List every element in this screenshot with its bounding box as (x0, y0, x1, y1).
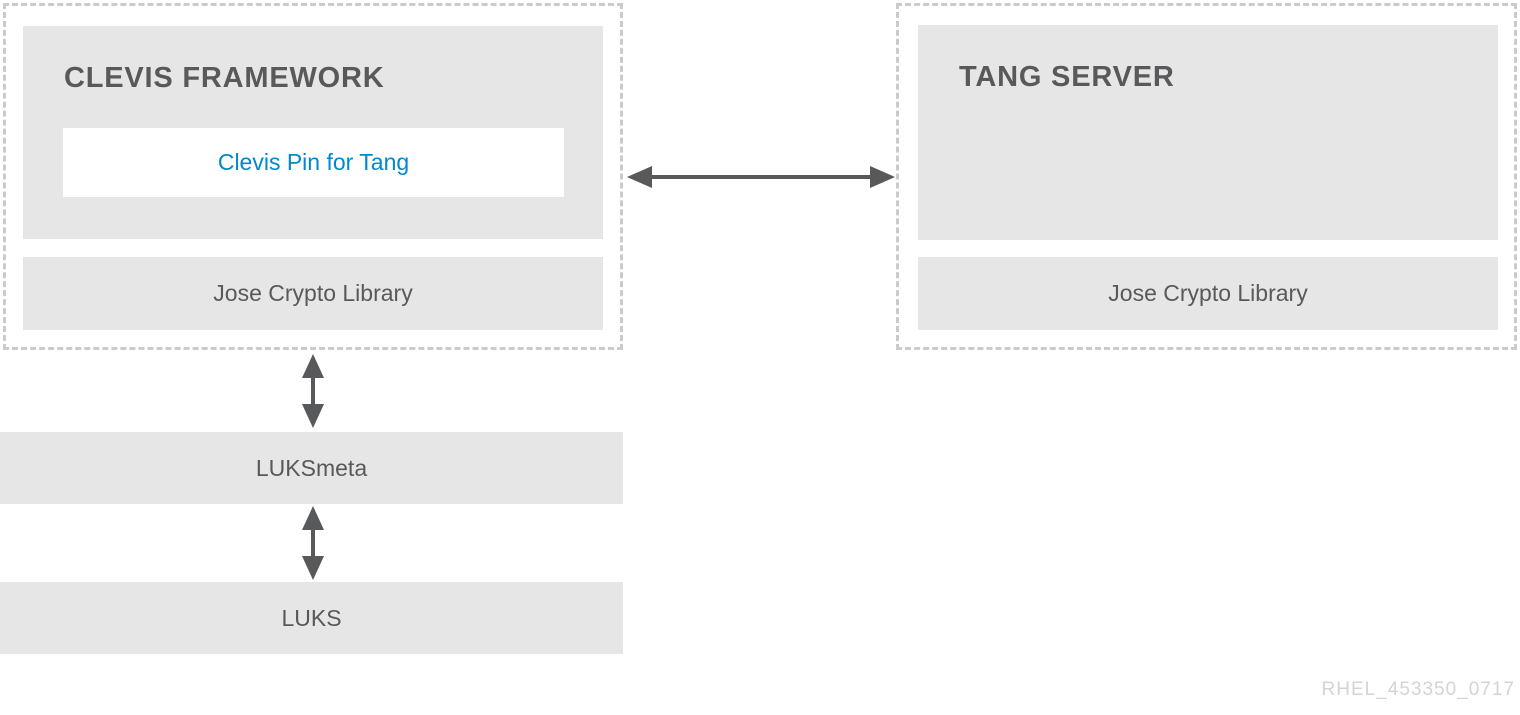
watermark-label: RHEL_453350_0717 (1321, 679, 1515, 700)
clevis-pin-for-tang-box: Clevis Pin for Tang (63, 128, 564, 197)
tang-server-box: TANG SERVER (918, 25, 1498, 240)
clevis-tang-double-arrow-icon (627, 166, 895, 188)
clevis-luksmeta-double-arrow-icon (302, 354, 324, 428)
clevis-jose-library-box: Jose Crypto Library (23, 257, 603, 330)
tang-jose-library-label: Jose Crypto Library (1108, 280, 1308, 306)
luksmeta-bar: LUKSmeta (0, 432, 623, 504)
luks-bar: LUKS (0, 582, 623, 654)
clevis-framework-group: CLEVIS FRAMEWORK Clevis Pin for Tang Jos… (3, 3, 623, 350)
luks-label: LUKS (281, 604, 342, 631)
tang-server-title: TANG SERVER (959, 61, 1175, 93)
tang-server-group: TANG SERVER Jose Crypto Library (896, 3, 1517, 350)
luksmeta-luks-double-arrow-icon (302, 506, 324, 580)
tang-jose-library-box: Jose Crypto Library (918, 257, 1498, 330)
clevis-framework-title: CLEVIS FRAMEWORK (64, 62, 385, 94)
clevis-jose-library-label: Jose Crypto Library (213, 280, 413, 306)
clevis-framework-box: CLEVIS FRAMEWORK Clevis Pin for Tang (23, 26, 603, 239)
clevis-pin-for-tang-label: Clevis Pin for Tang (217, 149, 410, 175)
luksmeta-label: LUKSmeta (255, 454, 368, 481)
